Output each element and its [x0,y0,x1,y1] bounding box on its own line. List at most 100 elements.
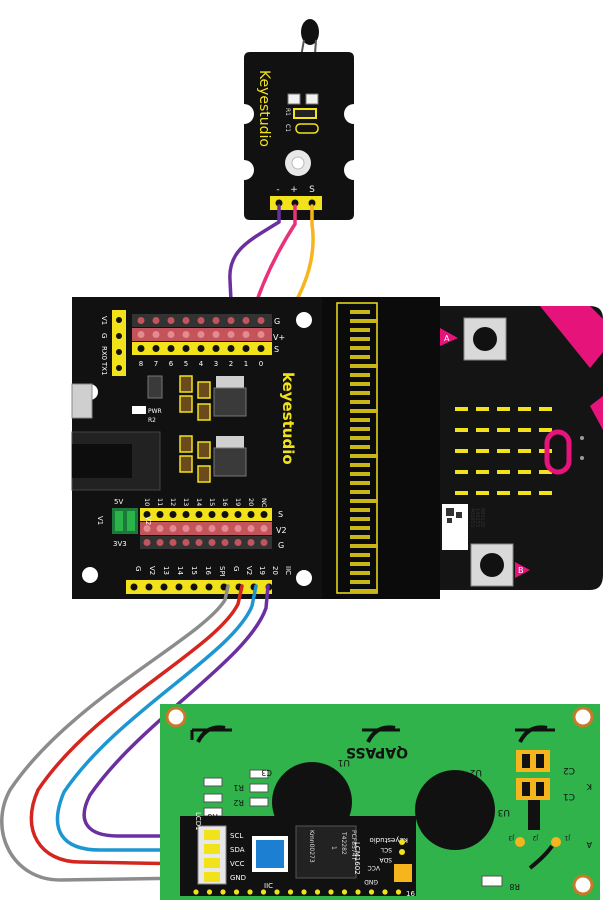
led [539,407,552,411]
svg-text:IIC: IIC [264,882,273,890]
svg-text:LCD1: LCD1 [194,812,202,831]
connector-finger [350,364,378,368]
svg-text:GND: GND [364,878,378,885]
sensor-r1-resistor [293,108,317,119]
connector-finger [350,382,370,386]
iic-label: 19 [258,566,266,575]
pin [182,331,190,338]
pin-number: 16 [221,498,229,506]
button-a[interactable] [463,317,507,361]
svg-text:RX0: RX0 [100,346,108,360]
svg-text:A: A [444,334,450,343]
wire-blue-sda [55,584,258,852]
wire-purple-scl [82,584,270,838]
pin [301,889,307,895]
pin [234,511,242,518]
pin [328,889,334,895]
pin [143,511,151,518]
pin-number: 14 [195,498,203,506]
svg-text:16: 16 [406,890,415,898]
connector-finger [350,391,370,395]
shield-brand: keyestudio [279,372,297,465]
pin [182,345,190,352]
pin [314,889,321,895]
spi-label: 13 [162,566,170,575]
pin-number: 5 [184,360,188,368]
connector-finger [350,310,370,314]
pin [156,539,164,546]
pin [206,889,213,895]
pin [257,345,265,352]
pin [227,317,235,324]
pin-number: 12 [169,498,177,506]
pin-number: 7 [154,360,158,368]
pin [195,511,203,518]
pin [152,317,160,324]
svg-text:V2: V2 [276,526,287,535]
pin [382,889,388,895]
thermistor-bead [301,19,319,45]
pin [257,331,265,338]
pin [212,331,220,338]
connector-finger [350,400,370,404]
svg-text:J1: J1 [564,834,571,841]
svg-text:R1: R1 [284,108,291,116]
microbit-logo-touch[interactable] [544,429,572,475]
button-b[interactable] [470,543,514,587]
connector-finger [350,337,370,341]
contrast-potentiometer[interactable] [252,836,288,872]
pin-number: 2 [229,360,233,368]
pin [197,317,205,324]
voltage-jumper[interactable] [112,508,138,534]
svg-text:K: K [586,782,592,791]
svg-text:40S653: 40S653 [469,508,475,527]
svg-text:C3: C3 [261,768,272,777]
capacitor [197,465,211,483]
pin [137,345,145,352]
i2c-backpack: LCD1 SCL SDA VCC GND IIC PCF8574T T42282… [180,812,416,898]
led [455,428,468,432]
capacitor [179,455,193,473]
led [455,407,468,411]
capacitor [197,441,211,459]
pin [137,317,145,324]
backlight-jumper[interactable] [394,864,412,882]
pin [195,525,203,532]
pin [242,317,250,324]
wire-red-vcc [29,584,244,866]
connector-finger [350,562,370,566]
connector-finger [350,346,370,350]
lcd-16-pin-header [193,889,402,895]
resistor [249,797,269,807]
pin [169,511,177,518]
pin [182,539,190,546]
pin-number: 8 [139,360,143,368]
svg-text:R8: R8 [509,882,520,891]
svg-text:C1: C1 [563,791,575,801]
connector-finger [350,499,378,503]
svg-text:S: S [278,510,283,519]
pin [167,317,175,324]
pin [227,345,235,352]
pin [247,511,255,518]
svg-text:Kmn00273: Kmn00273 [308,830,315,863]
pin-number: 6 [169,360,174,368]
iic-label: G [232,566,240,571]
wire-purple-gnd [228,204,281,324]
pin [242,345,250,352]
svg-text:V+: V+ [273,333,285,342]
pin [182,317,190,324]
shield-usb-port[interactable] [71,383,93,419]
lcd-u3-chip [528,800,540,830]
pin-number: 1 [244,360,248,368]
connector-finger [350,571,370,575]
pin [260,539,268,546]
led [539,428,552,432]
wire-grey-gnd [0,584,230,882]
sensor-board [244,52,354,220]
svg-text:U2: U2 [470,767,482,777]
microbit-board: A 40S653 140153 880120 B [320,297,603,599]
connector-finger [350,355,370,359]
svg-text:R1: R1 [233,783,244,792]
